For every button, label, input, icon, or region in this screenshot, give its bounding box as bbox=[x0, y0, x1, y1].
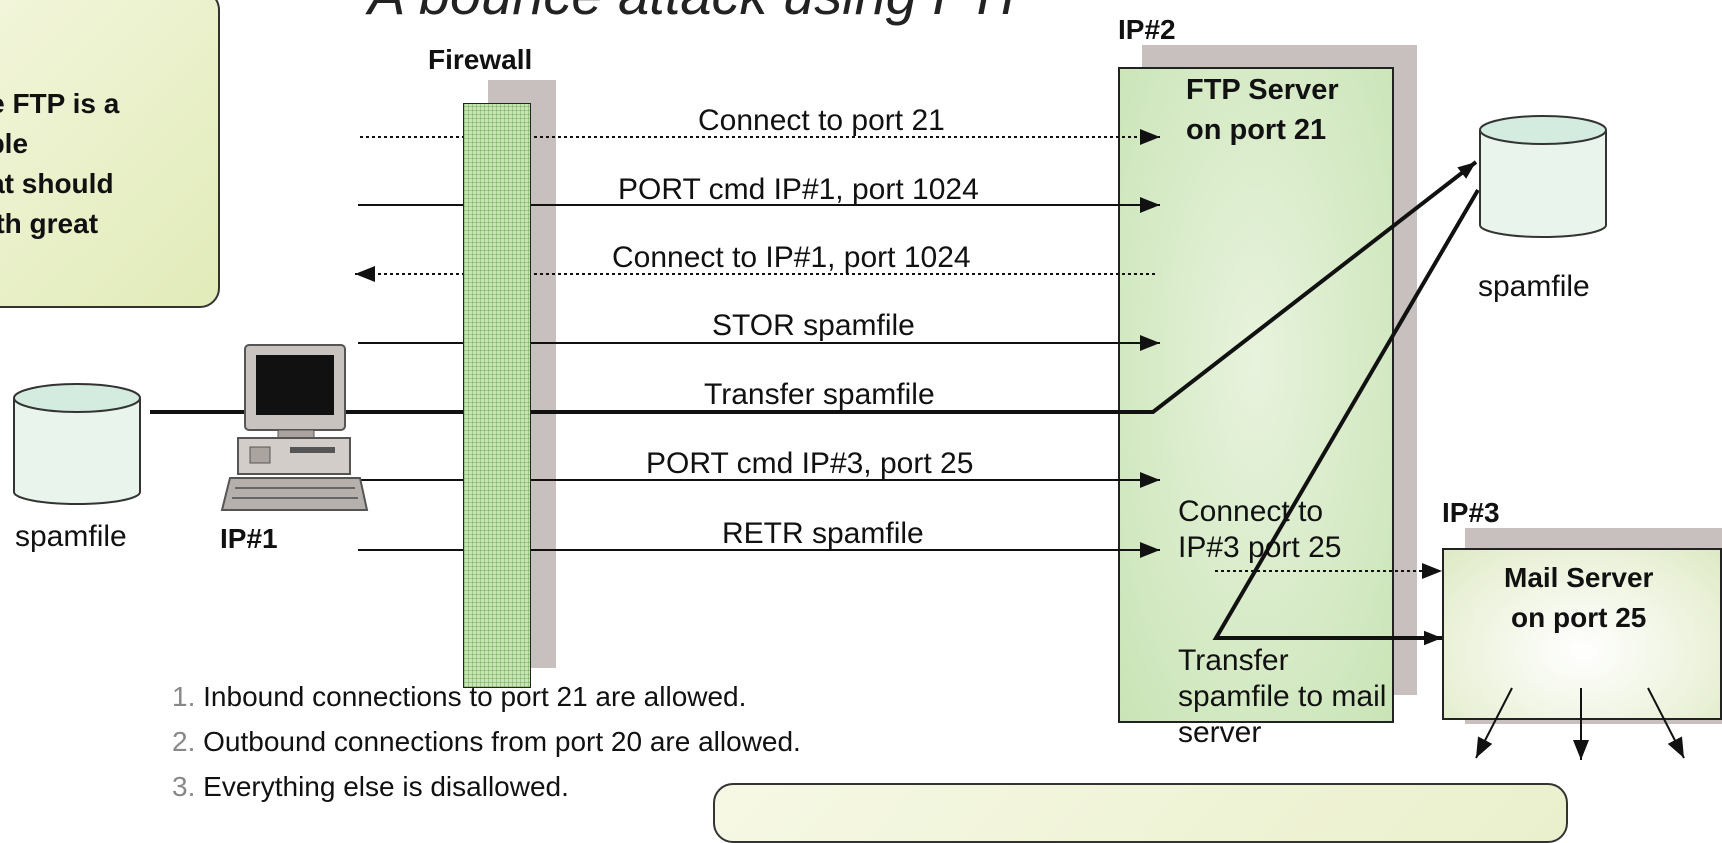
ip3-label: IP#3 bbox=[1442, 497, 1500, 528]
msg-label-port-1024: PORT cmd IP#1, port 1024 bbox=[618, 173, 979, 206]
msg-label-port-25: PORT cmd IP#3, port 25 bbox=[646, 447, 974, 480]
spamfile-left-label: spamfile bbox=[15, 520, 127, 553]
firewall-wall bbox=[463, 103, 531, 688]
note-text: y de FTP is a able hat should vith great bbox=[0, 88, 120, 239]
database-icon-right bbox=[1479, 115, 1607, 238]
transfer-to-mail-line bbox=[1212, 188, 1480, 646]
diagram-title: A bounce attack using FTP bbox=[368, 0, 1038, 27]
rule-text: Everything else is disallowed. bbox=[203, 771, 569, 802]
database-icon-left bbox=[13, 383, 141, 505]
diagram-graphics bbox=[13, 115, 1685, 760]
rule-item: 1. Inbound connections to port 21 are al… bbox=[172, 681, 746, 713]
msg-label-connect-21: Connect to port 21 bbox=[698, 104, 945, 137]
ftp-server-box bbox=[1118, 67, 1394, 723]
rule-text: Inbound connections to port 21 are allow… bbox=[203, 681, 747, 712]
msg-label-connect-1024: Connect to IP#1, port 1024 bbox=[612, 241, 971, 274]
rule-number: 3. bbox=[172, 771, 196, 802]
firewall-label: Firewall bbox=[428, 44, 533, 75]
rule-number: 2. bbox=[172, 726, 196, 757]
msg-label-transfer: Transfer spamfile bbox=[704, 378, 935, 411]
msg-label-retr: RETR spamfile bbox=[722, 517, 924, 550]
ip2-label: IP#2 bbox=[1118, 14, 1176, 45]
mail-out-arrow-1 bbox=[1475, 687, 1513, 759]
mail-out-arrow-3 bbox=[1647, 687, 1685, 759]
computer-icon bbox=[220, 344, 369, 511]
note-callout: y de FTP is a able hat should vith great bbox=[0, 0, 220, 308]
ftp-server-label: FTP Server on port 21 bbox=[1186, 74, 1339, 146]
rule-text: Outbound connections from port 20 are al… bbox=[203, 726, 801, 757]
rule-item: 3. Everything else is disallowed. bbox=[172, 771, 569, 803]
mail-server-label: Mail Server on port 25 bbox=[1504, 562, 1654, 633]
rule-number: 1. bbox=[172, 681, 196, 712]
rule-item: 2. Outbound connections from port 20 are… bbox=[172, 726, 801, 758]
spamfile-right-label: spamfile bbox=[1478, 270, 1590, 303]
ip1-label: IP#1 bbox=[220, 523, 278, 554]
msg-label-stor: STOR spamfile bbox=[712, 309, 915, 342]
connect-ip3-label: Connect to IP#3 port 25 bbox=[1178, 495, 1342, 564]
transfer-mail-label: Transfer spamfile to mail server bbox=[1178, 644, 1387, 749]
